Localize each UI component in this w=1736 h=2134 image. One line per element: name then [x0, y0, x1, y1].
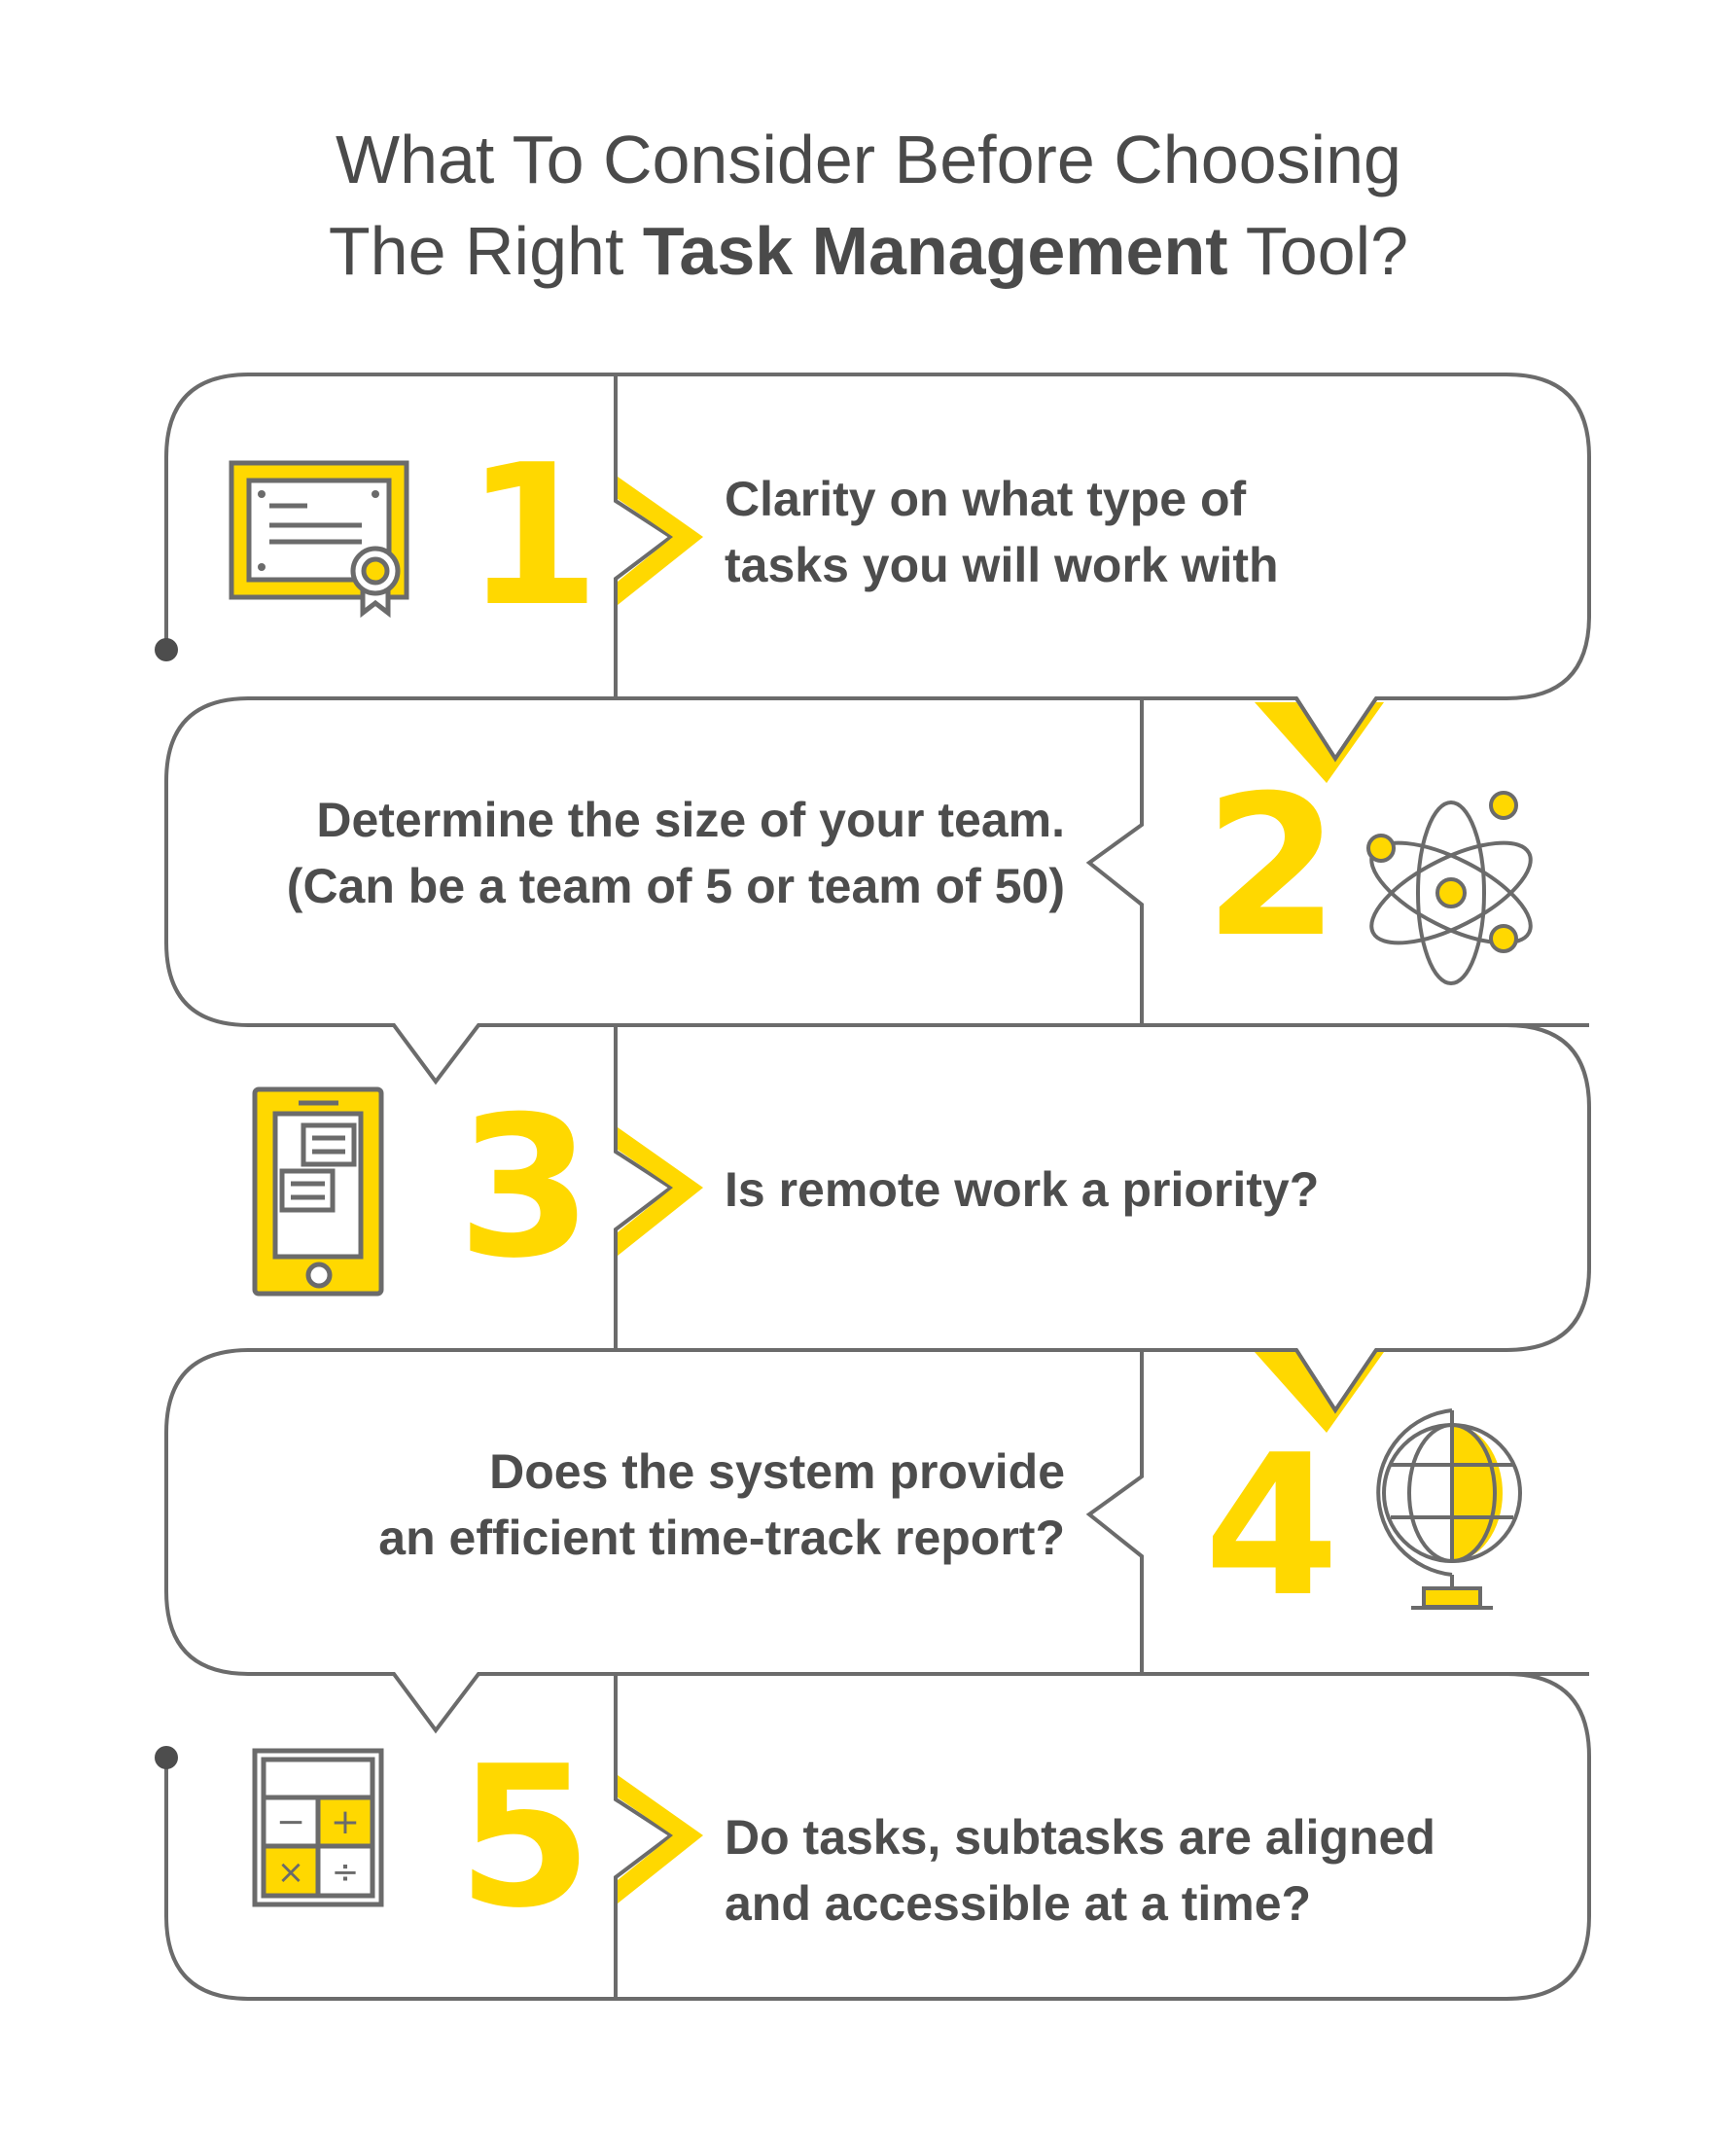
item-1: 1 Clarity on what type of tasks you will…	[229, 423, 1279, 650]
chevron-strokes	[1294, 696, 1378, 1414]
item-4: Does the system provide an efficient tim…	[378, 1408, 1522, 1640]
step-number: 1	[465, 423, 600, 650]
chevron-down-icon	[1255, 1352, 1384, 1433]
step-number: 3	[457, 1075, 592, 1301]
step-number: 2	[1204, 754, 1339, 980]
calculator-icon: − + × ÷	[252, 1748, 384, 1907]
flow-start-dot	[155, 638, 178, 661]
globe-icon	[1376, 1408, 1522, 1610]
atom-icon	[1366, 791, 1533, 985]
item-text-line: an efficient time-track report?	[378, 1511, 1065, 1565]
flow-end-dot	[155, 1746, 178, 1769]
certificate-icon	[229, 460, 409, 619]
chevron-right-icon	[618, 1127, 703, 1256]
plus-key: +	[331, 1802, 360, 1842]
smartphone-icon	[252, 1086, 384, 1297]
page-title-line-2: The Right Task Management Tool?	[329, 213, 1408, 289]
item-text-line: tasks you will work with	[725, 538, 1279, 592]
times-key: ×	[277, 1853, 305, 1892]
item-3: 3 Is remote work a priority?	[252, 1075, 1319, 1301]
chevron-down-icon	[1255, 702, 1384, 783]
chevron-right-icon	[618, 1775, 703, 1903]
minus-key: −	[276, 1802, 305, 1842]
item-text-line: Do tasks, subtasks are aligned	[725, 1810, 1435, 1865]
step-number: 5	[457, 1725, 592, 1951]
page-title-line-1: What To Consider Before Choosing	[336, 122, 1401, 197]
item-text-line: Clarity on what type of	[725, 472, 1247, 526]
chevron-accents	[618, 477, 1384, 1903]
chevron-right-icon	[618, 477, 703, 605]
item-text-line: Does the system provide	[489, 1444, 1065, 1499]
item-5: − + × ÷ 5 Do tasks, subtasks are aligned…	[252, 1725, 1435, 1951]
step-number: 4	[1204, 1413, 1339, 1640]
item-2: Determine the size of your team. (Can be…	[287, 754, 1533, 985]
item-text-line: and accessible at a time?	[725, 1876, 1311, 1931]
divide-key: ÷	[332, 1853, 360, 1892]
item-text-line: Determine the size of your team.	[316, 793, 1065, 847]
item-text-line: (Can be a team of 5 or team of 50)	[287, 859, 1065, 913]
item-text-line: Is remote work a priority?	[725, 1162, 1319, 1217]
flow-outline	[155, 373, 1591, 2001]
